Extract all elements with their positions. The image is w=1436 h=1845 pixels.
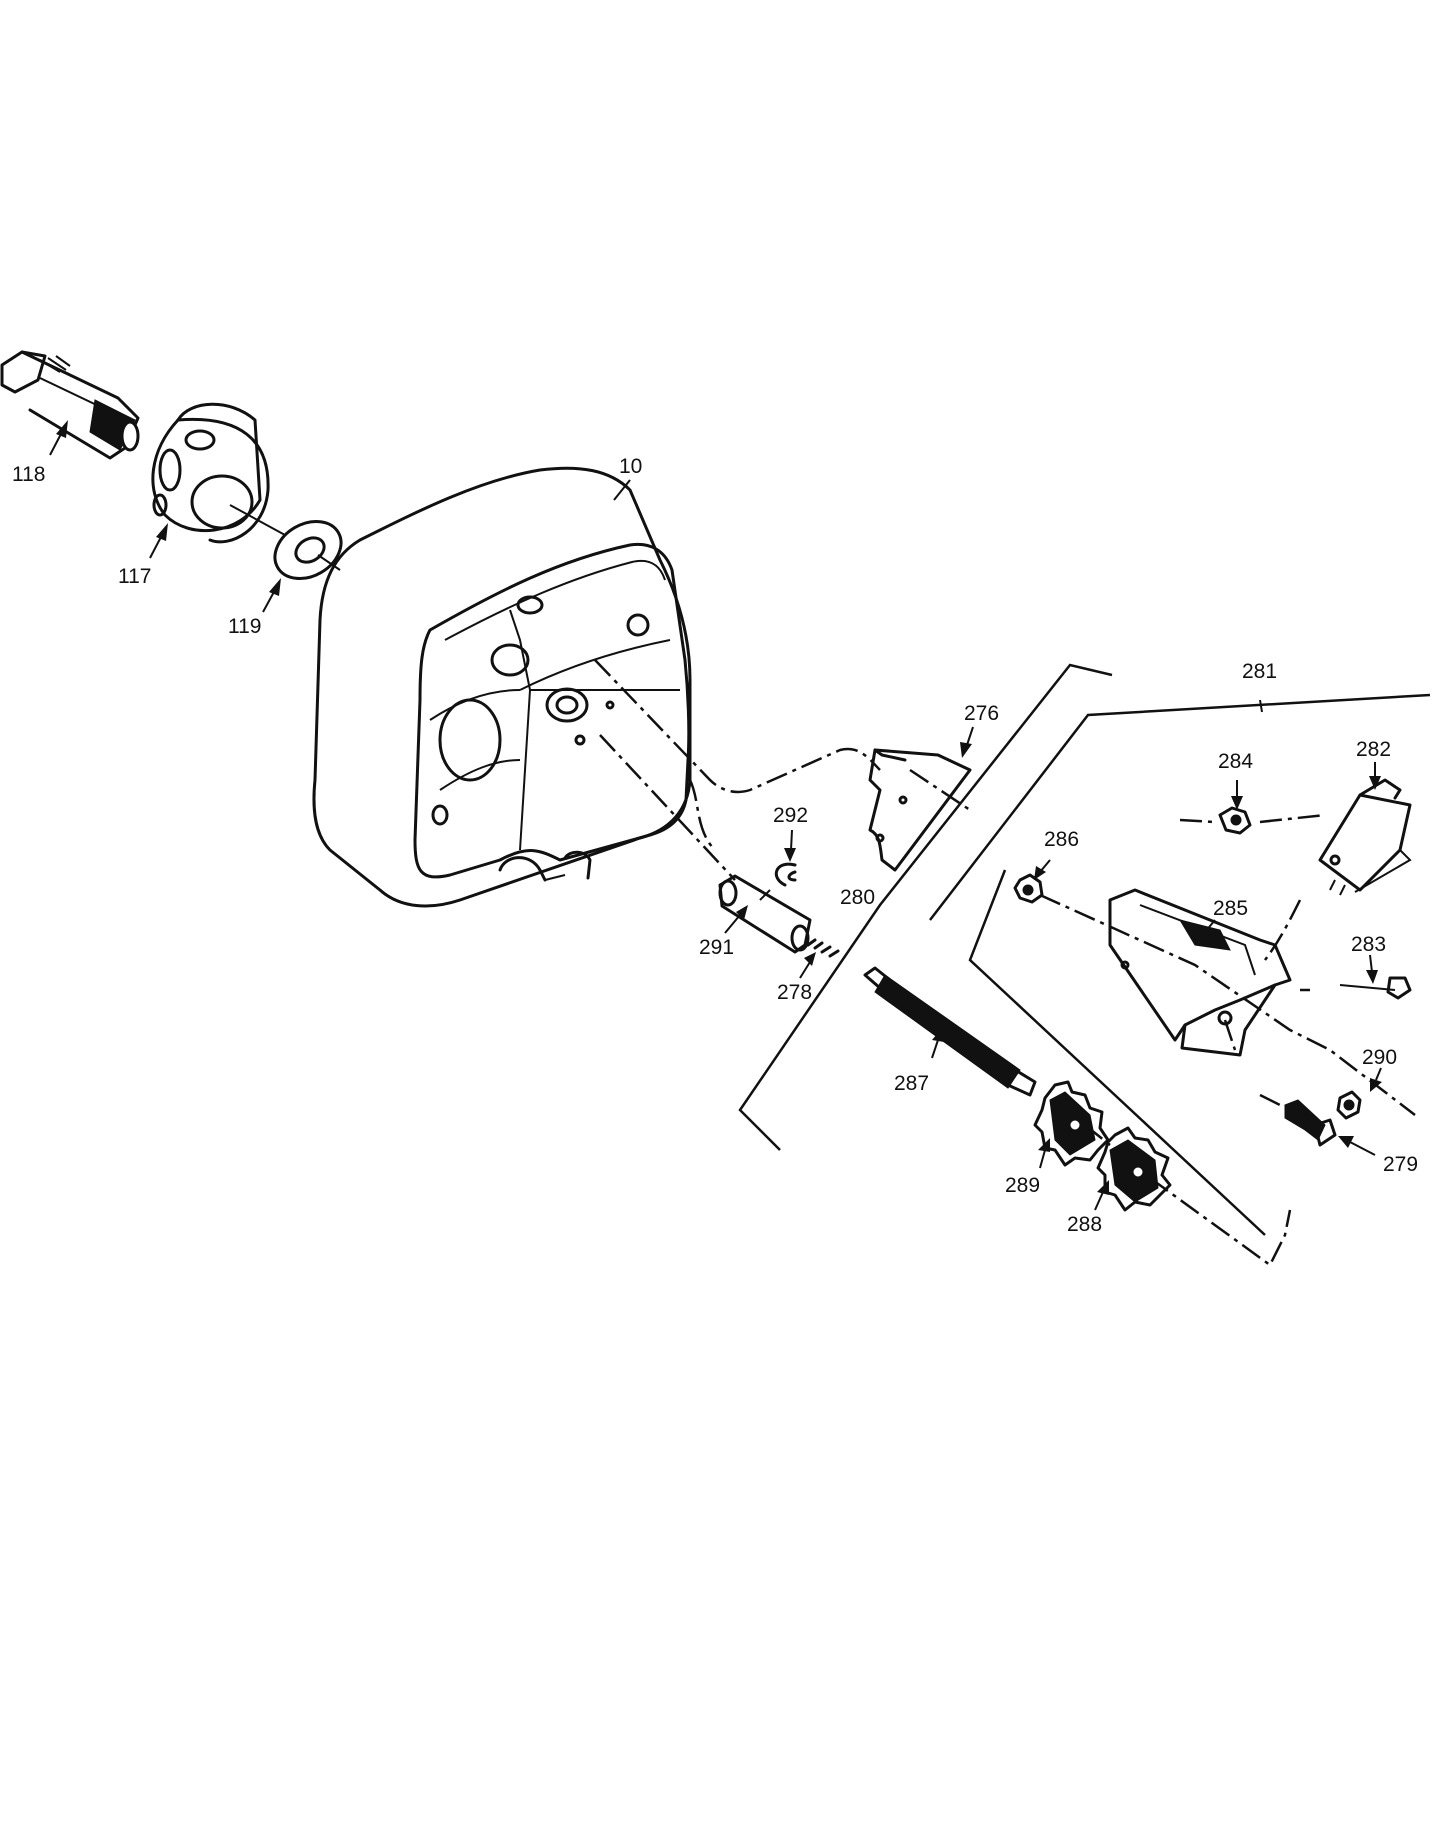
part-labels: 118 117 119 10 276 292 291 278 280 281 2… [12,455,1418,1236]
label-289: 289 [1005,1174,1040,1197]
part-289-gear [1033,1080,1110,1167]
label-10: 10 [619,455,642,478]
leader-lines [49,420,1382,1211]
label-279: 279 [1383,1153,1418,1176]
part-284-nut [1218,806,1252,835]
part-288-gear [1096,1126,1172,1212]
label-117: 117 [118,565,151,588]
label-285: 285 [1213,897,1248,920]
group-280-bracket [738,663,1113,1151]
part-10-housing [312,466,692,908]
part-282-switch [1318,778,1412,896]
part-276-plate [868,748,972,872]
label-276: 276 [964,702,999,725]
label-282: 282 [1356,738,1391,761]
label-283: 283 [1351,933,1386,956]
label-290: 290 [1362,1046,1397,1069]
label-287: 287 [894,1072,929,1095]
part-286-nut [1013,873,1044,904]
part-118-shaft [0,350,140,460]
part-278-spring [806,938,840,958]
label-118: 118 [12,463,45,486]
label-119: 119 [228,615,261,638]
label-286: 286 [1044,828,1079,851]
part-287-spring [863,966,1037,1097]
part-291-pin [718,874,812,954]
part-292-clip [774,862,797,887]
part-119-washer [273,519,343,581]
label-281: 281 [1242,660,1277,683]
part-290-nut [1336,1090,1362,1120]
part-117-cam [151,402,286,544]
assembly-centerlines [594,659,1416,1267]
label-278: 278 [777,981,812,1004]
label-288: 288 [1067,1213,1102,1236]
label-291: 291 [699,936,734,959]
part-285-bracket [1108,888,1292,1057]
part-283-screw [1339,976,1412,1000]
label-284: 284 [1218,750,1253,773]
label-292: 292 [773,804,808,827]
part-279-screw [1284,1099,1337,1147]
label-280: 280 [840,886,875,909]
group-281-bracket [929,693,1431,1236]
